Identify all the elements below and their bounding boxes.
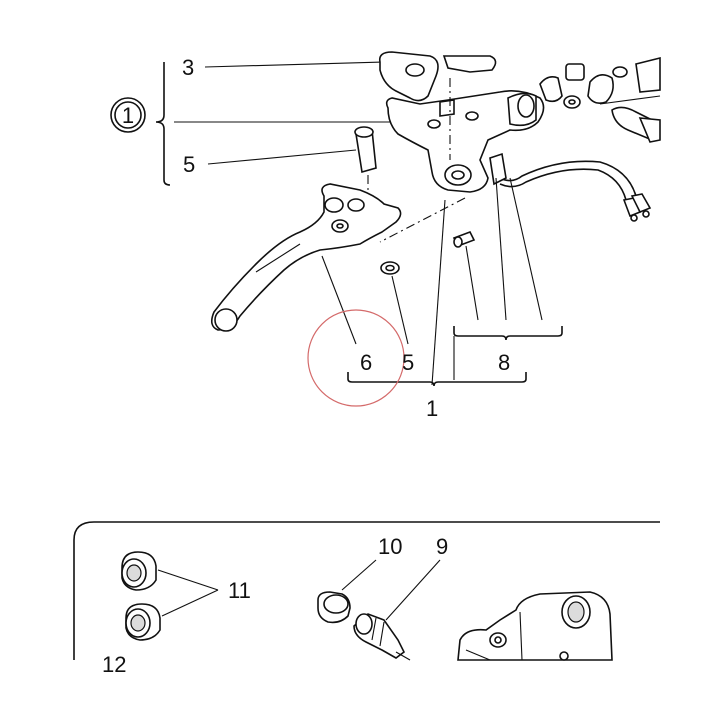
callout-12: 12	[102, 652, 126, 677]
lower-panel-frame	[73, 521, 660, 660]
bracket-8	[453, 326, 563, 341]
callout-6: 6	[360, 350, 372, 375]
circled-callout-ring-outer	[110, 97, 146, 133]
leader-6	[321, 255, 357, 345]
cable-plug-2	[630, 193, 652, 214]
switch-cable	[499, 160, 637, 197]
body-post	[439, 99, 455, 117]
cap-10	[317, 591, 351, 624]
leader-11-b	[161, 589, 219, 617]
axis-lever	[379, 197, 466, 243]
switch-cable-2	[499, 168, 627, 201]
highlight-circle	[307, 309, 405, 407]
callout-9: 9	[436, 534, 448, 559]
callout-10: 10	[378, 534, 402, 559]
leader-1	[431, 199, 446, 386]
leader-9	[385, 559, 441, 621]
body-bolt-hole-2	[465, 111, 479, 121]
switch-9	[353, 613, 411, 661]
leader-8-c	[509, 177, 543, 321]
lever-ball-end	[214, 308, 238, 332]
brake-lever	[210, 183, 402, 331]
bracket-1	[347, 372, 527, 387]
body-bolt-hole-1	[427, 119, 441, 129]
callout-1: 1	[426, 396, 438, 421]
cylinder-bore-end	[517, 94, 535, 118]
leader-11-a	[157, 569, 219, 591]
callout-3: 3	[182, 55, 194, 80]
leader-5-bottom	[391, 275, 409, 345]
master-cylinder-body	[385, 90, 545, 193]
callout-5-bottom: 5	[402, 350, 414, 375]
clamp-upper-hole	[405, 63, 425, 77]
bolt-5-top-head	[354, 126, 374, 138]
callout-8: 8	[498, 350, 510, 375]
group-bracket-left	[155, 62, 171, 186]
switch-tab	[489, 152, 507, 186]
lever-adjuster-hole	[347, 198, 365, 212]
clamp-upper-cap	[442, 55, 497, 73]
leader-10	[341, 559, 377, 591]
callout-1-circled: 1	[122, 103, 134, 128]
lower-housing	[457, 591, 613, 661]
switch-block	[539, 56, 661, 143]
grommet-11-top	[121, 551, 157, 591]
leader-8-a	[465, 245, 479, 321]
grommet-11-bottom	[125, 603, 161, 641]
circled-callout-ring-inner	[114, 101, 142, 129]
master-cylinder-pivot-inner	[451, 170, 465, 180]
leader-5-top	[207, 149, 357, 165]
clamp-upper	[378, 51, 439, 102]
leader-3	[204, 61, 386, 68]
leader-8-b	[495, 177, 507, 321]
lever-pivot-hole	[324, 197, 344, 213]
callout-11: 11	[228, 578, 251, 603]
callout-5-top: 5	[183, 152, 195, 177]
